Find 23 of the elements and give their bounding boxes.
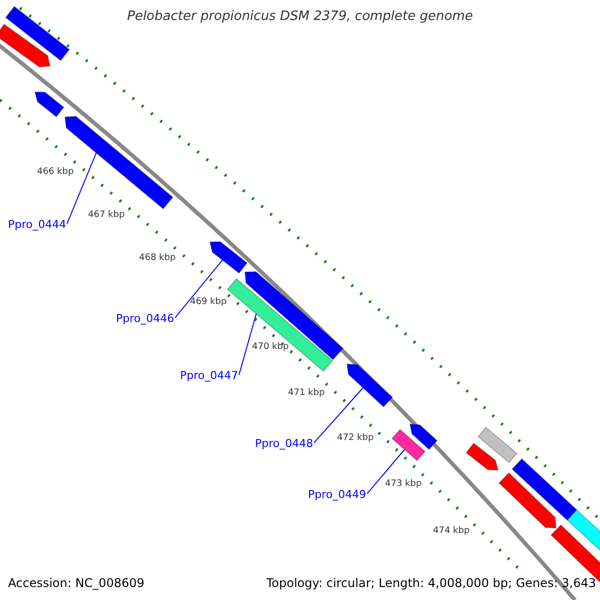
footer-text: Topology: circular; Length: 4,008,000 bp; Genes: 3,643 [266,576,596,590]
scale-label: 470 kbp [252,342,289,352]
scale-label: 468 kbp [139,253,176,263]
leader-line [238,313,257,376]
footer-text: Accession: NC_008609 [8,576,144,590]
leader-line [366,449,406,494]
gene-feature [209,241,248,274]
gene-feature [391,428,426,462]
gene-label: Ppro_0449 [308,488,366,501]
scale-label: 471 kbp [288,388,325,398]
gene-feature [226,278,334,372]
gene-label: Ppro_0446 [116,312,174,325]
gene-label: Ppro_0448 [255,437,314,450]
gene-label: Ppro_0447 [180,369,238,382]
leader-line [174,260,223,318]
scale-label: 474 kbp [433,526,470,536]
scale-label: 472 kbp [337,433,374,443]
leader-line [314,387,364,444]
gene-feature [346,363,394,408]
title: Pelobacter propionicus DSM 2379, complete genome [126,9,474,24]
gene-label: Ppro_0444 [8,218,66,231]
leader-line [66,152,97,224]
scale-label: 466 kbp [37,167,74,177]
